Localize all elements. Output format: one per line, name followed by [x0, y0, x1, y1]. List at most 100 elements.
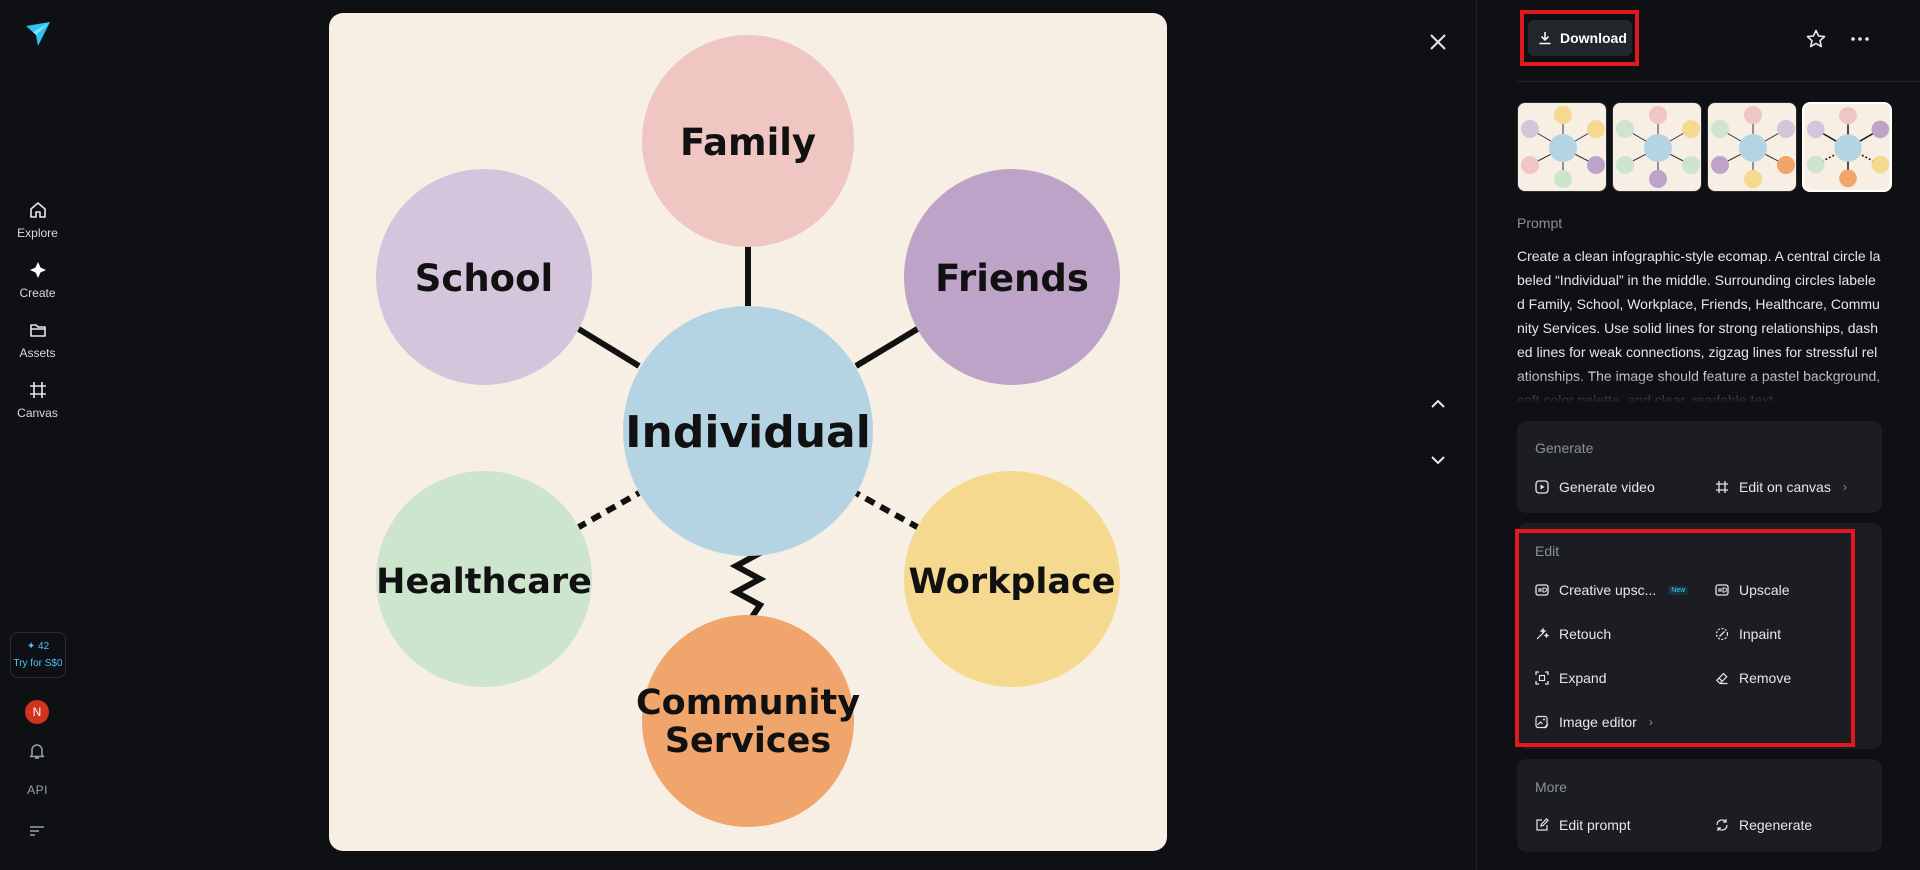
- prompt-fade: [1517, 370, 1887, 404]
- circle-workplace: [904, 471, 1120, 687]
- thumbnail-4-selected[interactable]: [1802, 102, 1892, 192]
- edit-section: Edit Creative upsc... New Upscale Retouc…: [1517, 523, 1882, 749]
- regenerate-button[interactable]: Regenerate: [1715, 817, 1812, 833]
- nav-create-label: Create: [19, 286, 56, 300]
- thumbnail-1[interactable]: [1517, 102, 1607, 192]
- edit-prompt-button[interactable]: Edit prompt: [1535, 817, 1631, 833]
- logo-icon[interactable]: [24, 20, 52, 48]
- line-school: [575, 325, 641, 369]
- menu-icon[interactable]: [29, 824, 45, 838]
- frame-icon: [1716, 481, 1728, 493]
- label-community-1: Community: [636, 683, 860, 723]
- generated-image: Family School Friends Individual Healthc…: [329, 13, 1167, 851]
- line-workplace: [854, 490, 921, 531]
- generate-section: Generate Generate video Edit on canvas ›: [1517, 421, 1882, 513]
- image-edit-icon: [1535, 715, 1549, 729]
- circle-friends: [904, 169, 1120, 385]
- hd-icon: [1715, 584, 1729, 596]
- upscale-label: Upscale: [1739, 582, 1790, 598]
- api-link[interactable]: API: [27, 783, 48, 797]
- edit-on-canvas-label: Edit on canvas: [1739, 479, 1831, 495]
- home-icon: [29, 202, 46, 218]
- circle-family: [642, 35, 854, 247]
- prompt-label: Prompt: [1517, 215, 1563, 231]
- label-community-2: Services: [665, 721, 831, 761]
- regenerate-label: Regenerate: [1739, 817, 1813, 833]
- image-editor-label: Image editor: [1559, 714, 1637, 730]
- thumbnail-3[interactable]: [1707, 102, 1797, 192]
- expand-button[interactable]: Expand: [1535, 670, 1606, 686]
- label-family: Family: [680, 121, 816, 164]
- close-icon[interactable]: [1426, 30, 1450, 54]
- nav-assets[interactable]: Assets: [0, 320, 75, 360]
- edit-on-canvas-button[interactable]: Edit on canvas ›: [1715, 479, 1847, 495]
- variant-thumbnails: [1517, 102, 1892, 192]
- download-icon: [1539, 32, 1551, 45]
- eraser-icon: [1715, 672, 1728, 685]
- upscale-button[interactable]: Upscale: [1715, 582, 1790, 598]
- more-title: More: [1535, 779, 1567, 795]
- nav-explore-label: Explore: [17, 226, 58, 240]
- nav-explore[interactable]: Explore: [0, 200, 75, 240]
- ecomap-illustration: Family School Friends Individual Healthc…: [376, 35, 1120, 827]
- credits-count: ✦ 42: [26, 641, 50, 652]
- chevron-down-icon[interactable]: [1426, 448, 1450, 472]
- label-workplace: Workplace: [908, 562, 1115, 602]
- expand-label: Expand: [1559, 670, 1607, 686]
- inpaint-icon: [1715, 627, 1729, 641]
- edit-prompt-icon: [1536, 818, 1549, 831]
- sparkle-icon: [29, 262, 46, 278]
- hd-sparkle-icon: [1535, 584, 1549, 596]
- avatar[interactable]: N: [25, 700, 49, 724]
- inpaint-label: Inpaint: [1739, 626, 1782, 642]
- credits-badge[interactable]: ✦ 42 Try for S$0: [10, 632, 66, 678]
- download-label: Download: [1560, 30, 1627, 46]
- remove-button[interactable]: Remove: [1715, 670, 1791, 686]
- nav-create[interactable]: Create: [0, 260, 75, 300]
- expand-icon: [1535, 671, 1549, 685]
- nav-assets-label: Assets: [19, 346, 56, 360]
- generate-title: Generate: [1535, 440, 1594, 456]
- download-button[interactable]: Download: [1528, 20, 1632, 56]
- chevron-right-icon: ›: [1842, 480, 1847, 494]
- label-school: School: [415, 257, 553, 300]
- line-friends: [854, 325, 921, 369]
- label-individual: Individual: [625, 407, 871, 458]
- more-options-icon[interactable]: [1849, 28, 1871, 50]
- download-highlight: Download: [1520, 10, 1639, 66]
- credits-offer: Try for S$0: [13, 658, 63, 669]
- label-healthcare: Healthcare: [376, 562, 592, 602]
- generate-video-label: Generate video: [1559, 479, 1655, 495]
- play-icon: [1535, 480, 1549, 494]
- divider: [1517, 81, 1920, 82]
- nav-canvas-label: Canvas: [17, 406, 58, 420]
- edit-title: Edit: [1535, 543, 1560, 559]
- creative-upscale-button[interactable]: Creative upsc... New: [1535, 582, 1689, 598]
- circle-healthcare: [376, 471, 592, 687]
- bell-icon[interactable]: [27, 741, 47, 761]
- circle-community: [642, 615, 854, 827]
- nav-canvas[interactable]: Canvas: [0, 380, 75, 420]
- inpaint-button[interactable]: Inpaint: [1715, 626, 1781, 642]
- edit-prompt-label: Edit prompt: [1559, 817, 1631, 833]
- circle-individual: [623, 306, 873, 556]
- chevron-right-icon: ›: [1648, 715, 1653, 729]
- folder-icon: [29, 324, 46, 337]
- retouch-label: Retouch: [1559, 626, 1612, 642]
- thumbnail-2[interactable]: [1612, 102, 1702, 192]
- magic-wand-icon: [1536, 627, 1549, 640]
- generate-video-button[interactable]: Generate video: [1535, 479, 1655, 495]
- frame-icon: [29, 382, 46, 398]
- creative-upscale-label: Creative upsc...: [1559, 582, 1657, 598]
- image-viewer: Family School Friends Individual Healthc…: [75, 0, 1475, 870]
- label-friends: Friends: [935, 257, 1089, 300]
- star-icon[interactable]: [1805, 28, 1827, 50]
- image-editor-button[interactable]: Image editor ›: [1535, 714, 1653, 730]
- line-healthcare: [575, 490, 641, 531]
- credits-count-value: 42: [38, 641, 50, 652]
- circle-school: [376, 169, 592, 385]
- more-section: More Edit prompt Regenerate: [1517, 759, 1882, 852]
- details-panel: Download Prompt Create a clean infograph…: [1476, 0, 1920, 870]
- chevron-up-icon[interactable]: [1426, 392, 1450, 416]
- retouch-button[interactable]: Retouch: [1535, 626, 1611, 642]
